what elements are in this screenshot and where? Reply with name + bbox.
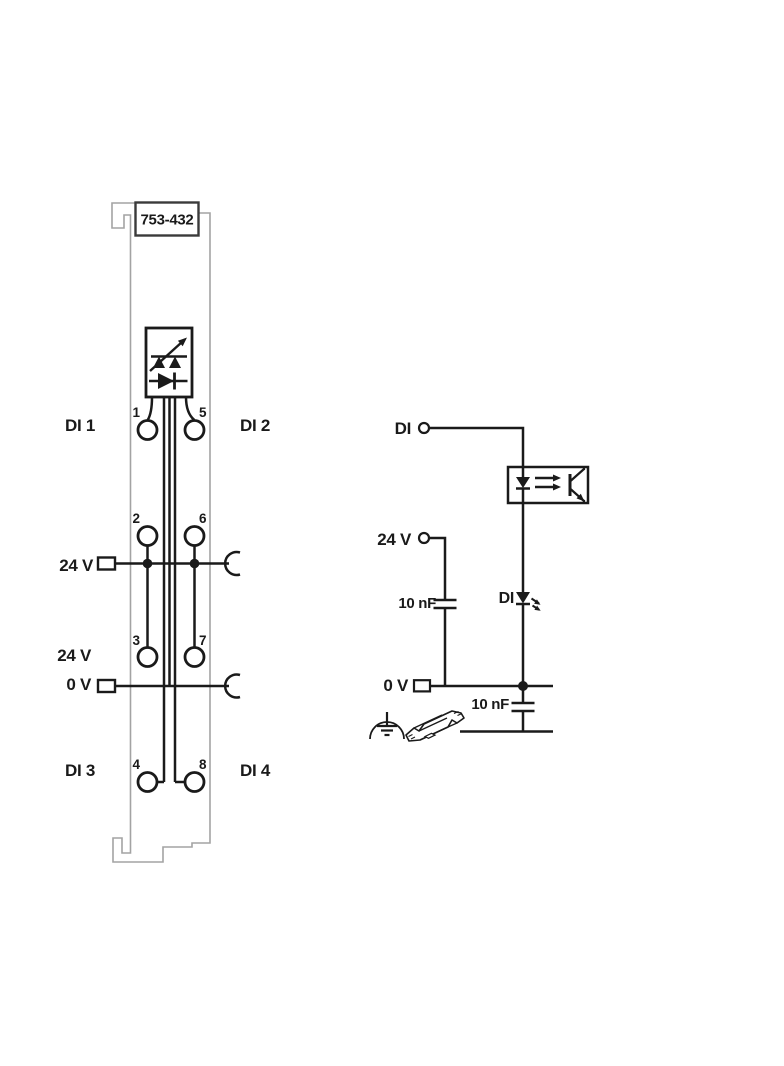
status-led-label: DI xyxy=(499,590,514,607)
terminal-8 xyxy=(183,771,206,793)
supply-24v-label: 24 V xyxy=(59,556,94,575)
capacitor-supply-label: 10 nF xyxy=(398,595,436,612)
terminal-contacts xyxy=(136,419,206,793)
wire-24v-branch xyxy=(429,536,447,686)
input-di-label: DI xyxy=(395,419,411,438)
junction-dot xyxy=(189,558,200,569)
jumper-24v-label: 24 V xyxy=(57,646,92,665)
surge-suppressor-icon xyxy=(149,337,187,372)
din-rail-icon xyxy=(405,710,465,742)
electronics-box xyxy=(144,326,194,399)
channel-schematic: DI xyxy=(369,419,590,742)
capacitor-ground-icon xyxy=(511,701,535,713)
terminal-7 xyxy=(183,646,206,668)
optocoupler-icon xyxy=(506,465,590,505)
terminal-flag-24v xyxy=(96,556,117,571)
channel-di2-label: DI 2 xyxy=(240,416,270,435)
rail-24v xyxy=(96,550,241,577)
wire-box-to-terminal5 xyxy=(184,396,196,421)
jumper-0v-label: 0 V xyxy=(66,675,92,694)
schematic-24v-label: 24 V xyxy=(377,530,412,549)
terminal-3-number: 3 xyxy=(132,633,140,648)
phototransistor-icon xyxy=(568,467,586,503)
module-housing-outline xyxy=(111,202,211,863)
terminal-6-number: 6 xyxy=(199,511,207,526)
capacitor-ground-label: 10 nF xyxy=(471,696,509,713)
rail-continuation-icon xyxy=(223,550,241,577)
terminal-flag-0v xyxy=(96,678,117,694)
functional-earth-icon xyxy=(369,712,405,740)
supply-terminal-circle xyxy=(417,531,431,545)
part-number-plate: 753-432 xyxy=(134,201,200,237)
input-terminal-circle xyxy=(417,421,431,435)
terminal-4-number: 4 xyxy=(132,757,140,772)
terminal-8-number: 8 xyxy=(199,757,207,772)
wire-box-to-terminal1 xyxy=(146,396,154,421)
schematic-0v-label: 0 V xyxy=(383,676,409,695)
light-arrows-icon xyxy=(535,474,561,491)
wire-box-to-terminal8 xyxy=(173,397,186,784)
rail-continuation-icon xyxy=(223,673,241,699)
module-labels: DI 1 DI 2 24 V 24 V 0 V DI 3 DI 4 xyxy=(57,416,271,780)
terminal-5-number: 5 xyxy=(199,405,207,420)
diode-icon xyxy=(149,372,188,390)
terminal-3 xyxy=(136,646,159,668)
wire-box-to-terminal4 xyxy=(156,397,166,784)
terminal-5 xyxy=(183,419,206,441)
wire-di-to-optocoupler xyxy=(429,426,525,467)
module-internal-wiring xyxy=(146,396,196,784)
rail-0v xyxy=(96,673,241,699)
channel-di3-label: DI 3 xyxy=(65,761,95,780)
schematic-0v-flag xyxy=(412,679,432,693)
terminal-2-number: 2 xyxy=(132,511,140,526)
terminal-4 xyxy=(136,771,159,793)
terminal-numbers: 1 5 2 6 3 7 4 8 xyxy=(132,405,207,772)
channel-di1-label: DI 1 xyxy=(65,416,95,435)
status-led-icon xyxy=(516,592,541,611)
part-number-label: 753-432 xyxy=(141,212,194,229)
junction-dot xyxy=(142,558,153,569)
terminal-1-number: 1 xyxy=(132,405,140,420)
terminal-2 xyxy=(136,525,159,547)
io-module: 753-432 xyxy=(57,201,271,863)
terminal-6 xyxy=(183,525,206,547)
channel-di4-label: DI 4 xyxy=(240,761,271,780)
capacitor-supply-icon xyxy=(433,598,457,610)
terminal-1 xyxy=(136,419,159,441)
terminal-7-number: 7 xyxy=(199,633,207,648)
